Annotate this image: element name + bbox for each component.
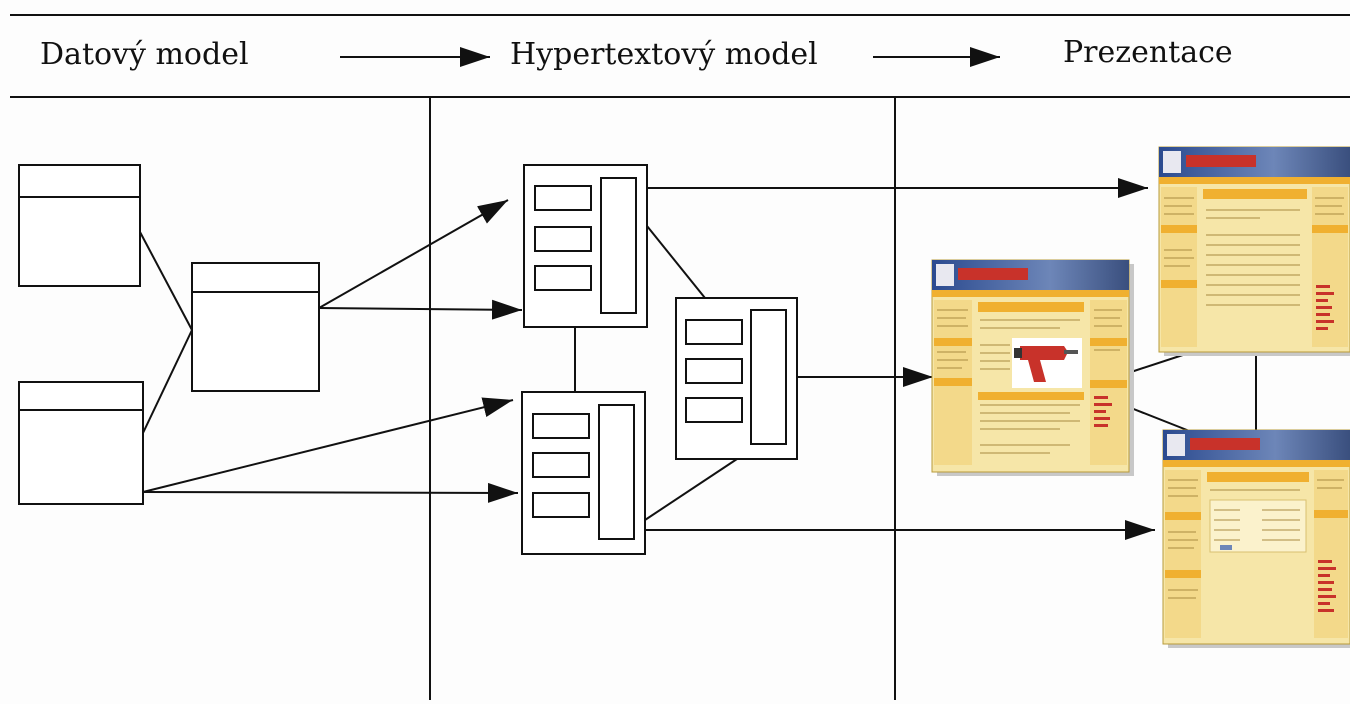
hypertext-link-lines [574, 225, 738, 521]
arrow-entity-to-unit-3 [142, 482, 519, 503]
entity-box-middle [191, 262, 320, 392]
entity-relationship-lines [139, 231, 193, 434]
hypertext-page-unit-bottom [521, 391, 646, 555]
header-label-hypertext-model: Hypertextový model [510, 37, 818, 72]
header-label-presentation: Prezentace [1063, 35, 1233, 70]
web-page-thumbnail-product [931, 259, 1134, 476]
page-link-lines [1130, 351, 1257, 433]
arrow-entity-to-unit-3-diag [142, 397, 514, 493]
arrow-entity-to-unit-1-diag [318, 199, 509, 309]
hypertext-page-unit-middle [675, 297, 798, 460]
web-page-thumbnail-form-bottom [1162, 429, 1350, 648]
entity-box-top-left [18, 164, 141, 287]
web-page-thumbnail-list-top [1158, 146, 1350, 356]
hypertext-page-unit-top [523, 164, 648, 328]
header-label-data-model: Datový model [40, 37, 249, 72]
power-drill-icon [1012, 338, 1082, 388]
entity-box-bottom-left [18, 381, 144, 505]
arrow-entity-to-unit-1 [318, 299, 523, 320]
